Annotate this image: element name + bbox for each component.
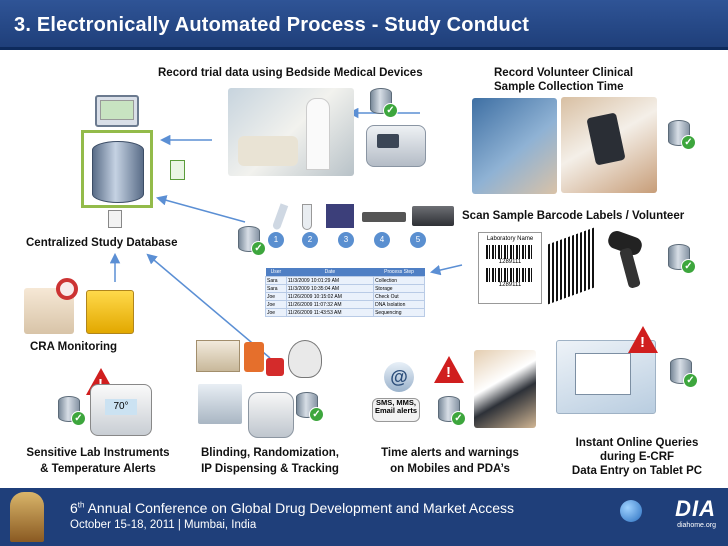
database-check-icon-workflow: ✓ bbox=[238, 226, 266, 256]
sample-rack-icon bbox=[326, 204, 354, 228]
workflow-step: 5 bbox=[410, 232, 426, 248]
label-sensitive-2: & Temperature Alerts bbox=[40, 463, 156, 475]
title-bar: 3. Electronically Automated Process - St… bbox=[0, 0, 728, 50]
label-instant-3: Data Entry on Tablet PC bbox=[571, 465, 703, 477]
magnifier-icon bbox=[56, 278, 78, 300]
label-cra: CRA Monitoring bbox=[30, 341, 118, 353]
mobile-phone-photo bbox=[474, 350, 536, 428]
sequencer-icon bbox=[412, 206, 454, 226]
workflow-step: 1 bbox=[268, 232, 284, 248]
label-record-volunteer-2: Sample Collection Time bbox=[494, 81, 624, 93]
database-check-icon-scan: ✓ bbox=[668, 244, 696, 274]
thermostat-icon: 70° bbox=[90, 384, 152, 436]
warning-icon: ! bbox=[628, 326, 658, 353]
computer-icon bbox=[95, 95, 139, 127]
barcode-icon bbox=[486, 268, 534, 282]
label-blinding-2: IP Dispensing & Tracking bbox=[201, 463, 339, 475]
document-icon bbox=[108, 210, 122, 228]
label-time-2: on Mobiles and PDA’s bbox=[390, 463, 510, 475]
barcode-number: 1289111 bbox=[498, 282, 522, 288]
barcode-scanner-icon bbox=[604, 228, 650, 290]
wrist-barcode-scan-photo bbox=[472, 98, 557, 194]
database-check-icon-alerts: ✓ bbox=[438, 396, 466, 426]
workflow-step: 3 bbox=[338, 232, 354, 248]
warning-icon: ! bbox=[434, 356, 464, 383]
conference-dates: October 15-18, 2011 | Mumbai, India bbox=[70, 519, 257, 531]
label-record-trial: Record trial data using Bedside Medical … bbox=[158, 67, 423, 79]
medical-device-icon bbox=[366, 125, 426, 167]
database-check-icon-tablet: ✓ bbox=[670, 358, 698, 388]
blindfold-person-icon bbox=[288, 340, 322, 378]
hospital-bedside-photo bbox=[228, 88, 354, 176]
arrow-workflow-to-db bbox=[155, 195, 246, 223]
barcode-label-card: Laboratory Name 1289111 1289111 bbox=[478, 232, 542, 304]
label-scan: Scan Sample Barcode Labels / Volunteer bbox=[462, 210, 685, 222]
conference-logo-icon bbox=[10, 492, 44, 542]
label-time-1: Time alerts and warnings bbox=[381, 447, 519, 459]
barcode-number: 1289111 bbox=[498, 259, 522, 265]
pill-bottle-icon bbox=[244, 342, 264, 372]
handheld-glucometer-icon bbox=[248, 392, 294, 438]
label-instant-2: during E-CRF bbox=[599, 451, 675, 463]
barcode-icon bbox=[486, 245, 534, 259]
laptop-review-photo bbox=[86, 290, 134, 334]
thermostat-readout: 70° bbox=[105, 399, 137, 415]
table-header: Date bbox=[286, 268, 374, 277]
page-title: 3. Electronically Automated Process - St… bbox=[14, 14, 530, 36]
workflow-steps: 1 2 3 4 5 bbox=[268, 232, 448, 248]
label-central-db: Centralized Study Database bbox=[26, 237, 178, 249]
sample-tube-icon bbox=[302, 204, 312, 230]
label-record-volunteer-1: Record Volunteer Clinical bbox=[494, 67, 634, 79]
globe-icon bbox=[620, 500, 642, 522]
conference-title: 6th Annual Conference on Global Drug Dev… bbox=[70, 500, 515, 516]
medicine-boxes-icon bbox=[196, 340, 240, 372]
label-sensitive-1: Sensitive Lab Instruments bbox=[26, 447, 170, 459]
handheld-pda-photo bbox=[561, 97, 657, 193]
arrow-blinding-to-db bbox=[146, 253, 271, 359]
database-check-icon-lab: ✓ bbox=[58, 396, 86, 426]
centrifuge-icon bbox=[362, 212, 406, 222]
spreadsheet-icon bbox=[170, 160, 185, 180]
workflow-step: 4 bbox=[374, 232, 390, 248]
label-blinding-1: Blinding, Randomization, bbox=[201, 447, 339, 459]
label-instant-1: Instant Online Queries bbox=[575, 437, 699, 449]
alert-bubble-icon: SMS, MMS, Email alerts bbox=[372, 398, 420, 422]
table-header: Process Step bbox=[373, 268, 425, 277]
barcode-label-header: Laboratory Name bbox=[486, 236, 534, 242]
email-at-icon: @ bbox=[384, 362, 414, 392]
workflow-step: 2 bbox=[302, 232, 318, 248]
database-check-icon-bedside: ✓ bbox=[370, 88, 398, 118]
dice-icon bbox=[266, 358, 284, 376]
arrow-scan-to-table bbox=[429, 264, 463, 276]
blister-pack-icon bbox=[198, 384, 242, 424]
table-header: User bbox=[265, 268, 287, 277]
database-check-icon-volunteer: ✓ bbox=[668, 120, 696, 150]
footer-bar: 6th Annual Conference on Global Drug Dev… bbox=[0, 488, 728, 546]
database-server-icon bbox=[81, 130, 153, 208]
database-check-icon-blinding: ✓ bbox=[296, 392, 324, 422]
